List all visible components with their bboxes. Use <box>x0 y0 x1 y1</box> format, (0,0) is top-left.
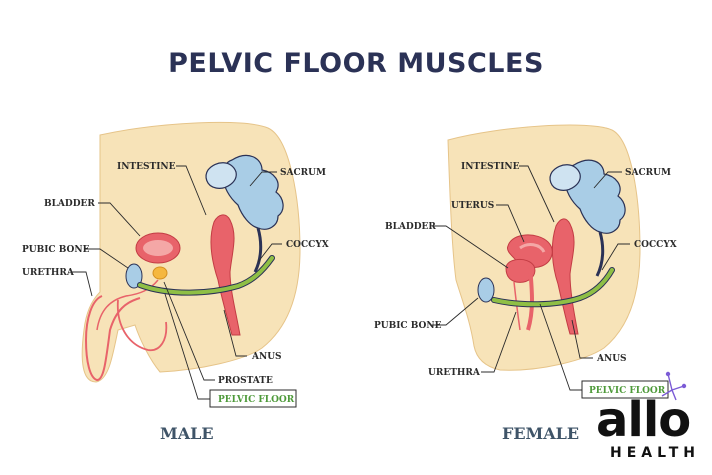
female-uterus-inner <box>519 243 546 253</box>
female-label-sacrum: SACRUM <box>625 168 671 178</box>
female-intestine <box>551 218 579 335</box>
male-label-anus: ANUS <box>251 352 282 362</box>
female-leader-lines <box>432 165 630 391</box>
female-label-bladder: BLADDER <box>385 222 436 232</box>
female-label-pelvic-floor: PELVIC FLOOR <box>589 386 666 396</box>
male-label-prostate: PROSTATE <box>218 376 273 386</box>
female-pelvic-floor-fill <box>492 268 614 307</box>
female-vagina <box>526 265 534 331</box>
female-label-intestine: INTESTINE <box>461 162 520 172</box>
male-figure: INTESTINE SACRUM BLADDER COCCYX PUBIC BO… <box>22 121 329 408</box>
male-scrotum <box>116 299 168 352</box>
logo-sub: HEALTH <box>610 445 700 461</box>
male-label-bladder: BLADDER <box>44 199 95 209</box>
female-coccyx-bone <box>595 231 605 277</box>
male-label-sacrum: SACRUM <box>280 168 326 178</box>
allo-health-logo: allo HEALTH <box>596 396 706 466</box>
male-body-silhouette <box>81 121 301 383</box>
female-pelvic-floor-box: PELVIC FLOOR <box>581 380 669 399</box>
female-urethra <box>513 281 521 331</box>
female-vertebra <box>549 164 581 191</box>
page-title: PELVIC FLOOR MUSCLES <box>168 48 544 79</box>
female-label-coccyx: COCCYX <box>634 240 677 250</box>
logo-spark-icon <box>661 371 687 401</box>
female-pubic-bone <box>477 277 495 303</box>
female-label-urethra: URETHRA <box>428 368 481 378</box>
male-pubic-bone <box>125 263 143 289</box>
male-pelvic-floor-fill <box>138 256 274 295</box>
female-figure: INTESTINE SACRUM UTERUS BLADDER COCCYX P… <box>374 124 677 399</box>
male-label-pubic-bone: PUBIC BONE <box>22 245 90 255</box>
male-pelvic-floor-box: PELVIC FLOOR <box>209 389 297 408</box>
female-label-uterus: UTERUS <box>451 201 494 211</box>
male-label-intestine: INTESTINE <box>117 162 176 172</box>
female-caption: FEMALE <box>502 424 580 443</box>
male-label-pelvic-floor: PELVIC FLOOR <box>218 395 295 405</box>
male-vertebra <box>205 162 237 189</box>
male-label-urethra: URETHRA <box>22 268 75 278</box>
male-leader-lines <box>72 165 282 400</box>
male-penis <box>84 295 141 382</box>
male-label-coccyx: COCCYX <box>286 240 329 250</box>
male-intestine <box>210 214 241 336</box>
female-label-pubic-bone: PUBIC BONE <box>374 321 442 331</box>
male-bladder-inner <box>143 240 173 256</box>
logo-word: allo <box>596 392 691 448</box>
male-coccyx-bone <box>253 227 263 273</box>
male-caption: MALE <box>160 424 214 443</box>
male-prostate <box>152 266 168 280</box>
female-label-anus: ANUS <box>596 354 627 364</box>
